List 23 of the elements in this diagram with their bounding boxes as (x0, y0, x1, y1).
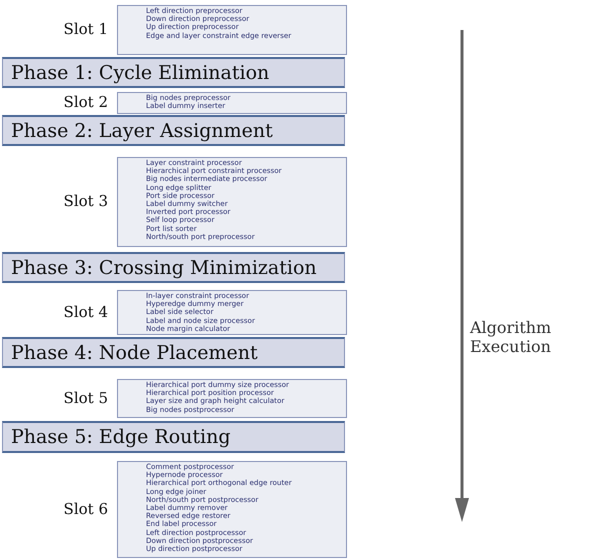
phase-title: Phase 3: Crossing Minimization (11, 256, 317, 278)
processor-list-box (117, 461, 347, 558)
phase-bar (2, 57, 345, 88)
phase-title: Phase 2: Layer Assignment (11, 120, 273, 142)
axis-label: Algorithm Execution (470, 318, 552, 356)
slot-label: Slot 3 (64, 192, 108, 210)
processor-list-box (117, 379, 347, 418)
processor-list-box (117, 5, 347, 55)
slot-label: Slot 1 (64, 20, 108, 38)
slot-label: Slot 6 (64, 500, 108, 518)
phase-title: Phase 5: Edge Routing (11, 426, 230, 448)
processor-list-box (117, 157, 347, 247)
phase-bar (2, 337, 345, 368)
slot-label: Slot 5 (64, 388, 108, 406)
phase-title: Phase 4: Node Placement (11, 342, 258, 364)
slot-label: Slot 2 (64, 93, 108, 111)
processor-list-box (117, 92, 347, 114)
phase-bar (2, 252, 345, 283)
slot-label: Slot 4 (64, 302, 108, 320)
phase-bar (2, 421, 345, 453)
processor-list-box (117, 290, 347, 335)
phase-title: Phase 1: Cycle Elimination (11, 62, 270, 84)
phase-bar (2, 115, 345, 146)
